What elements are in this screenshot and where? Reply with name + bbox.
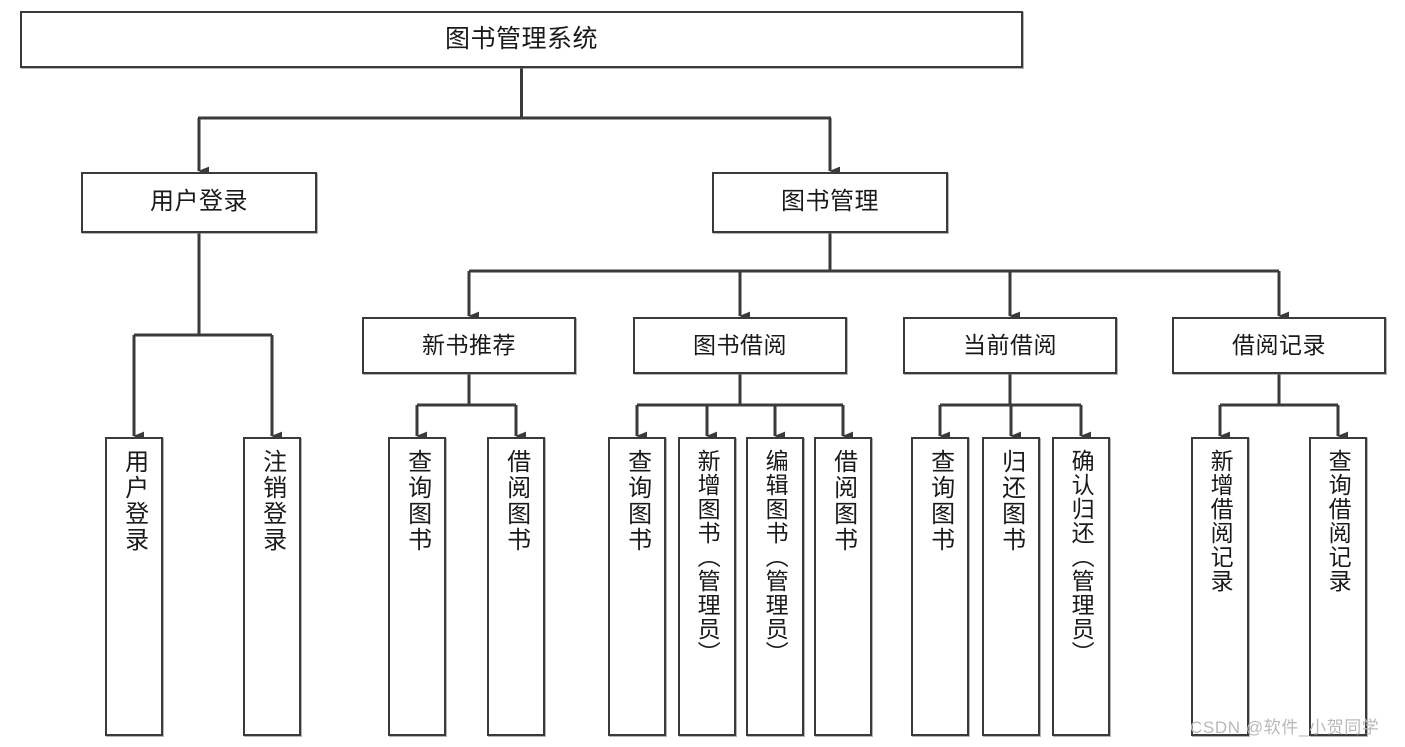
- node-label: 用户登录: [120, 449, 148, 553]
- node-label: 图书借阅: [693, 331, 787, 358]
- node-label: 查询图书: [403, 449, 431, 553]
- node-user-login[interactable]: 用户登录: [81, 172, 317, 233]
- node-root[interactable]: 图书管理系统: [20, 11, 1023, 68]
- node-label: 借阅图书: [502, 449, 530, 553]
- node-label: 确认归还（管理员）: [1068, 449, 1095, 665]
- node-leaf-borrow-book-2[interactable]: 借阅图书: [814, 437, 872, 736]
- node-label: 新增图书（管理员）: [694, 449, 721, 665]
- node-book-manage[interactable]: 图书管理: [712, 172, 948, 233]
- node-leaf-add-book[interactable]: 新增图书（管理员）: [678, 437, 736, 736]
- node-leaf-query-book-2[interactable]: 查询图书: [608, 437, 666, 736]
- node-leaf-return-book[interactable]: 归还图书: [982, 437, 1040, 736]
- node-label: 当前借阅: [963, 331, 1057, 358]
- node-current-borrow[interactable]: 当前借阅: [903, 317, 1117, 374]
- node-book-borrow[interactable]: 图书借阅: [633, 317, 847, 374]
- node-label: 图书管理: [781, 188, 879, 216]
- node-label: 查询图书: [623, 449, 651, 553]
- node-leaf-user-logout[interactable]: 注销登录: [243, 437, 301, 736]
- node-leaf-query-book-1[interactable]: 查询图书: [388, 437, 446, 736]
- node-label: 编辑图书（管理员）: [762, 449, 789, 665]
- node-leaf-user-login[interactable]: 用户登录: [105, 437, 163, 736]
- node-label: 归还图书: [997, 449, 1025, 553]
- node-leaf-edit-book[interactable]: 编辑图书（管理员）: [746, 437, 804, 736]
- node-label: 新增借阅记录: [1207, 449, 1234, 593]
- node-label: 图书管理系统: [444, 24, 598, 53]
- node-borrow-record[interactable]: 借阅记录: [1172, 317, 1386, 374]
- node-label: 注销登录: [258, 449, 286, 553]
- node-label: 新书推荐: [422, 331, 516, 358]
- node-leaf-add-record[interactable]: 新增借阅记录: [1191, 437, 1249, 736]
- node-label: 用户登录: [150, 188, 248, 216]
- node-label: 借阅记录: [1232, 331, 1326, 358]
- csdn-watermark: CSDN @软件_小贺同学: [1190, 718, 1380, 737]
- node-leaf-confirm-ret[interactable]: 确认归还（管理员）: [1052, 437, 1110, 736]
- node-leaf-query-record[interactable]: 查询借阅记录: [1309, 437, 1367, 736]
- node-leaf-query-book-3[interactable]: 查询图书: [911, 437, 969, 736]
- node-label: 借阅图书: [829, 449, 857, 553]
- node-label: 查询图书: [926, 449, 954, 553]
- node-new-book-rec[interactable]: 新书推荐: [362, 317, 576, 374]
- node-label: 查询借阅记录: [1325, 449, 1352, 593]
- node-leaf-borrow-book-1[interactable]: 借阅图书: [487, 437, 545, 736]
